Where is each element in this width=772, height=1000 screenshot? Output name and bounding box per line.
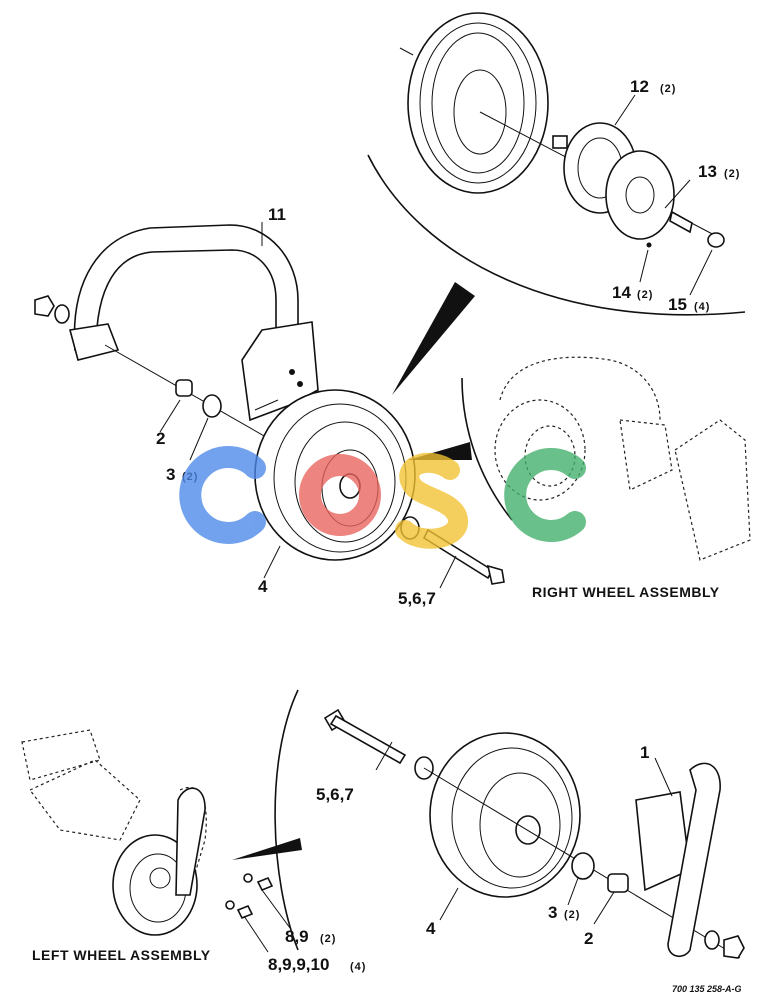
handle-bar-1 (667, 762, 721, 957)
title-left-wheel-assembly: LEFT WHEEL ASSEMBLY (32, 947, 211, 963)
rim-half-inner (605, 150, 675, 240)
detail-pointer-top (392, 282, 475, 395)
washer-3-top (202, 394, 222, 418)
nut-bottom-right (723, 935, 745, 959)
watermark-e (299, 454, 381, 536)
callout-14-qty: (2) (637, 289, 653, 301)
washer-left-top (54, 304, 70, 324)
detail-arc-top (367, 154, 746, 316)
left-wheel-exploded: 5,6,7 1 4 3 (2) 2 (316, 708, 745, 959)
bearing-tube (669, 210, 693, 234)
watermark-c2 (504, 448, 586, 542)
detail-arc-bottom (274, 689, 299, 951)
callout-1: 1 (640, 743, 649, 762)
washer-bottom-right (704, 930, 720, 950)
callout-15-qty: (4) (694, 301, 710, 313)
callout-8-9-9-10: 8,9,9,10 (268, 955, 329, 974)
detail-pointer-bottom (232, 838, 302, 860)
callout-8-9: 8,9 (285, 927, 309, 946)
handle-bar-11 (73, 224, 299, 351)
watermark-logo (179, 446, 586, 549)
callout-2-top: 2 (156, 429, 165, 448)
title-right-wheel-assembly: RIGHT WHEEL ASSEMBLY (532, 584, 720, 600)
callout-5-6-7-bottom: 5,6,7 (316, 785, 354, 804)
callout-14: 14 (612, 283, 631, 302)
spacer-2-bottom (607, 873, 629, 893)
hub-nut (552, 135, 568, 149)
tire-4-bottom (429, 732, 581, 898)
callout-11: 11 (268, 205, 286, 224)
bolt-5-6-7-bottom (329, 714, 407, 765)
right-wheel-assembly-view: RIGHT WHEEL ASSEMBLY (408, 356, 751, 600)
callout-8-9-9-10-qty: (4) (350, 961, 366, 973)
callout-4-top: 4 (258, 577, 268, 596)
watermark-s (395, 452, 468, 549)
callout-3-top: 3 (166, 465, 175, 484)
callout-13: 13 (698, 162, 717, 181)
left-wheel-assembly-view: 8,9 (2) 8,9,9,10 (4) LEFT WHEEL ASSEMBLY (21, 729, 366, 974)
spacer-2-top (175, 379, 193, 397)
callout-4-bottom: 4 (426, 919, 436, 938)
callout-13-qty: (2) (724, 168, 740, 180)
bearing-seal (707, 232, 725, 248)
watermark-c1 (179, 446, 266, 544)
washer-3-bottom (571, 852, 595, 880)
nut-left-top (34, 295, 55, 317)
callout-12: 12 (630, 77, 649, 96)
callout-15: 15 (668, 295, 687, 314)
tire-top-detail (407, 12, 549, 194)
hub-detail-view: 12 (2) 13 (2) 14 (2) 15 (4) (367, 12, 746, 316)
drawing-code: 700 135 258-A-G (672, 984, 742, 994)
callout-3-bottom: 3 (548, 903, 557, 922)
callout-8-9-qty: (2) (320, 933, 336, 945)
callout-2-bottom: 2 (584, 929, 593, 948)
callout-3-bottom-qty: (2) (564, 909, 580, 921)
callout-5-6-7-top: 5,6,7 (398, 589, 436, 608)
callout-12-qty: (2) (660, 83, 676, 95)
